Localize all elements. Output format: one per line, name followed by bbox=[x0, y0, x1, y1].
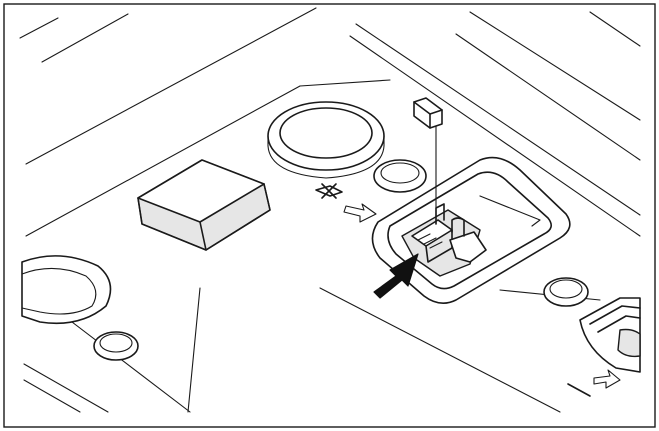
negative-terminal-housing bbox=[579, 297, 641, 373]
vent-hole bbox=[93, 331, 139, 361]
fuse bbox=[413, 97, 443, 225]
plus-polarity-mark bbox=[315, 183, 377, 223]
battery-top-surface bbox=[19, 7, 641, 413]
positive-terminal-well bbox=[267, 101, 385, 179]
raised-block bbox=[137, 159, 271, 251]
figure-frame bbox=[3, 3, 656, 428]
vent-hole bbox=[373, 159, 427, 193]
negative-terminal-well bbox=[21, 255, 112, 325]
vent-hole bbox=[543, 277, 589, 307]
minus-polarity-mark bbox=[567, 369, 621, 397]
pointer-arrow bbox=[373, 253, 419, 299]
